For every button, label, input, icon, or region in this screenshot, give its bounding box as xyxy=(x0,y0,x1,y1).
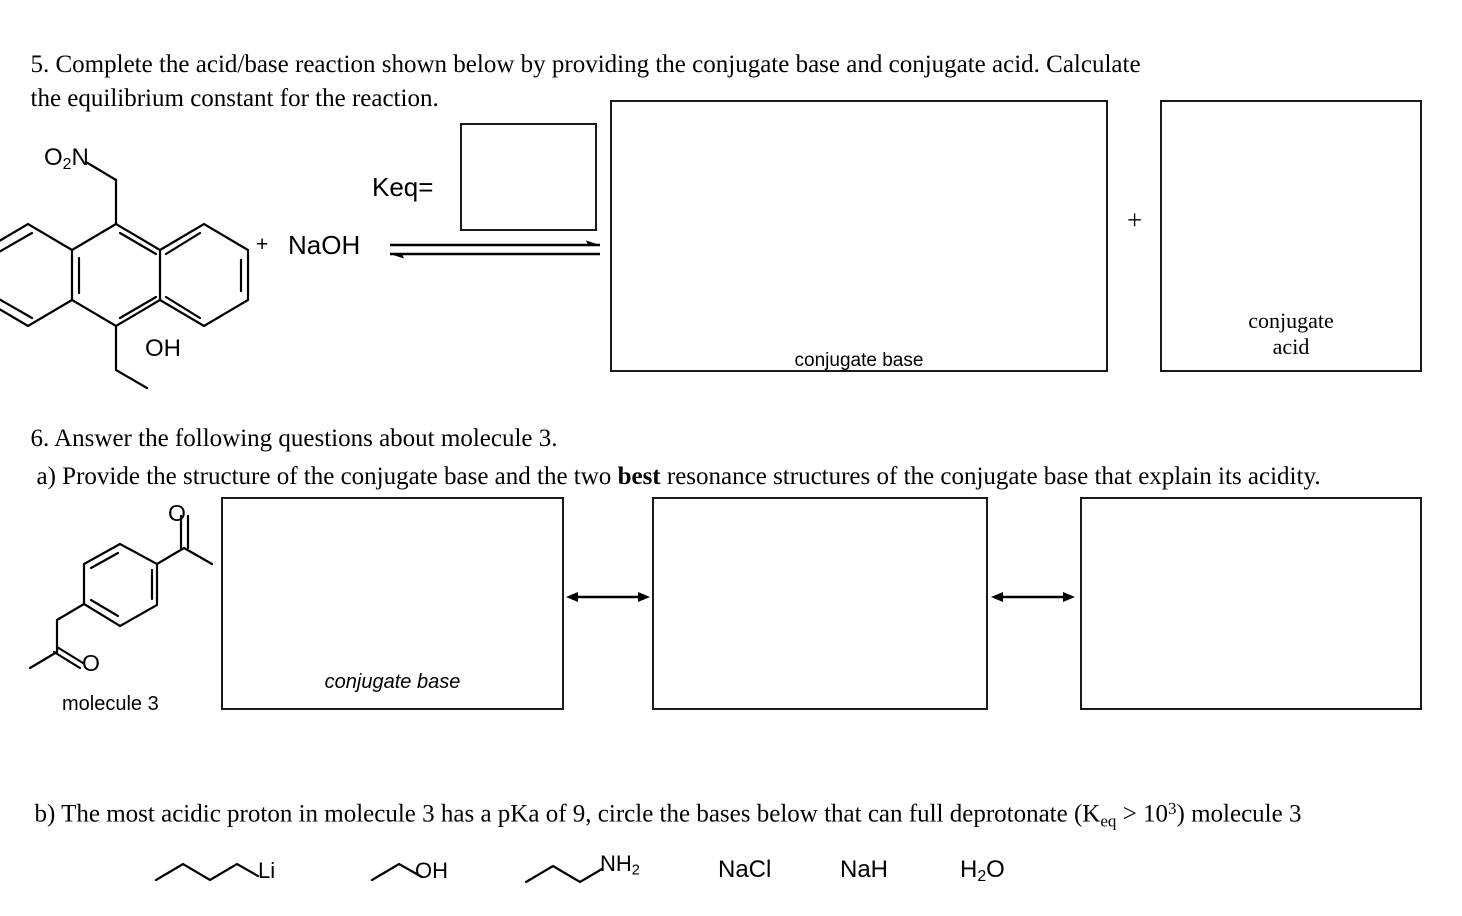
question-5-line-1: 5. Complete the acid/base reaction shown… xyxy=(18,18,1448,80)
part-b-suffix: ) molecule 3 xyxy=(1176,800,1302,828)
part-b-prefix: b) The most acidic proton in molecule 3 … xyxy=(34,800,1101,828)
propylamine-skeletal-svg xyxy=(524,864,604,884)
oxygen-top-text: O xyxy=(168,500,186,526)
base-option-sodium-hydride[interactable]: NaH xyxy=(840,856,888,884)
plus-sign-product: + xyxy=(1127,205,1142,236)
butyllithium-label: Li xyxy=(258,858,275,884)
keq-label: Keq= xyxy=(372,172,433,203)
keq-answer-box[interactable] xyxy=(460,123,597,231)
plus-sign-reactant: + xyxy=(256,233,268,257)
naoh-text: NaOH xyxy=(288,230,361,260)
propylamine-sub-2: 2 xyxy=(631,862,640,879)
nitro-sub-2: 2 xyxy=(62,155,72,173)
plus-product-text: + xyxy=(1127,205,1143,235)
keq-text: Keq= xyxy=(372,172,434,202)
part-b-exponent: 3 xyxy=(1168,799,1177,818)
conjugate-acid-label-line-2: acid xyxy=(1272,334,1310,359)
question-6-heading-text: 6. Answer the following questions about … xyxy=(30,425,558,452)
nitro-O: O xyxy=(44,144,63,171)
conjugate-base-answer-box-q5[interactable]: conjugate base xyxy=(610,100,1108,372)
equilibrium-arrow-svg xyxy=(390,240,600,259)
butyllithium-label-text: Li xyxy=(258,858,276,883)
resonance-arrow-1 xyxy=(564,586,652,608)
equilibrium-arrow xyxy=(386,232,606,266)
plus-text: + xyxy=(256,233,269,256)
propylamine-label: NH2 xyxy=(600,851,640,879)
anthracene-nitromethyl-methanol-svg xyxy=(0,160,250,390)
part-b-keq-subscript: eq xyxy=(1100,811,1117,831)
base-option-ethanol[interactable] xyxy=(368,840,448,886)
resonance-arrow-2 xyxy=(989,586,1077,608)
naoh-reagent-label: NaOH xyxy=(288,230,360,261)
ethanol-skeletal-svg xyxy=(370,862,424,882)
base-option-sodium-chloride[interactable]: NaCl xyxy=(718,856,771,884)
molecule-3-structure xyxy=(24,492,224,687)
reactant-molecule-structure xyxy=(0,132,254,390)
sodium-hydride-text: NaH xyxy=(840,856,889,883)
butyllithium-skeletal-svg xyxy=(154,862,260,882)
water-O-text: O xyxy=(986,856,1005,883)
conjugate-base-label-q5: conjugate base xyxy=(794,350,924,371)
oxygen-bottom-text: O xyxy=(82,650,100,676)
base-option-water[interactable]: H2O xyxy=(960,856,1005,886)
base-option-propylamine[interactable] xyxy=(522,840,622,886)
question-5-text-line-2: the equilibrium constant for the reactio… xyxy=(30,85,439,112)
resonance-arrow-2-svg xyxy=(991,592,1075,602)
question-6-heading: 6. Answer the following questions about … xyxy=(18,392,918,454)
sodium-chloride-text: NaCl xyxy=(718,856,772,883)
question-6-part-b: b) The most acidic proton in molecule 3 … xyxy=(22,762,1462,836)
ethanol-label-text: OH xyxy=(415,858,448,883)
base-option-butyllithium[interactable] xyxy=(150,840,270,886)
conjugate-acid-answer-box[interactable]: conjugate acid xyxy=(1160,100,1422,372)
water-sub-2: 2 xyxy=(977,867,987,885)
part-a-suffix: resonance structures of the conjugate ba… xyxy=(660,463,1321,490)
molecule-3-ketone-oxygen-top: O xyxy=(168,500,186,527)
conjugate-base-answer-box-q6[interactable]: conjugate base xyxy=(221,497,564,710)
resonance-structure-box-2[interactable] xyxy=(652,497,988,710)
propylamine-N-text: NH xyxy=(600,851,632,876)
part-a-prefix: a) Provide the structure of the conjugat… xyxy=(36,463,618,490)
resonance-structure-box-3[interactable] xyxy=(1080,497,1422,710)
question-6-part-a: a) Provide the structure of the conjugat… xyxy=(24,430,1454,492)
hydroxyl-group-label: OH xyxy=(145,335,181,363)
conjugate-acid-label-line-1: conjugate xyxy=(1248,308,1334,333)
part-b-middle: > 10 xyxy=(1116,800,1169,828)
conjugate-base-label-q6: conjugate base xyxy=(324,671,461,693)
resonance-arrow-1-svg xyxy=(566,592,650,602)
molecule-3-svg xyxy=(28,514,214,670)
question-5-text-line-1: 5. Complete the acid/base reaction shown… xyxy=(30,51,1141,78)
molecule-3-label: molecule 3 xyxy=(62,693,159,716)
part-a-bold-best: best xyxy=(617,463,661,490)
keq-answer-value xyxy=(462,125,595,137)
molecule-3-ketone-oxygen-bottom: O xyxy=(82,650,100,677)
water-H-text: H xyxy=(960,856,978,883)
nitro-N: N xyxy=(71,144,89,171)
ethanol-label: OH xyxy=(415,858,448,884)
question-5-line-2: the equilibrium constant for the reactio… xyxy=(18,52,1018,114)
hydroxyl-text: OH xyxy=(145,335,181,362)
molecule-3-label-text: molecule 3 xyxy=(62,693,159,715)
nitro-group-label: O2N xyxy=(44,144,89,174)
